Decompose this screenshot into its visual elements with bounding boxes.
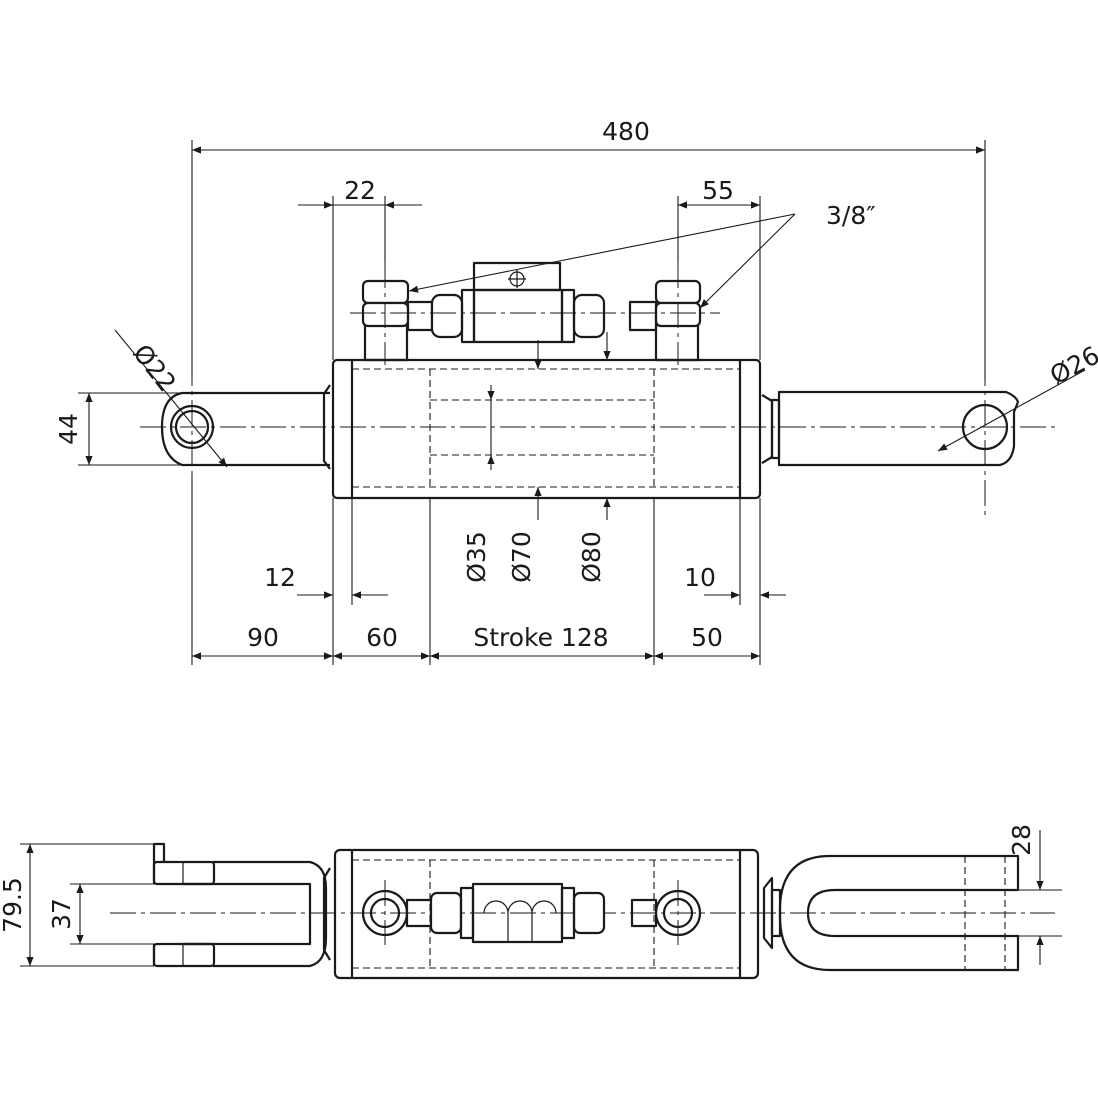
- cylinder-barrel: [331, 358, 762, 500]
- rod-eye-left: [160, 384, 331, 470]
- clevis-left: [152, 842, 331, 968]
- dim-pin-left: Ø22: [127, 339, 182, 397]
- dim-port-thread: 3/8″: [826, 201, 876, 230]
- dim-clevis-outer: 79.5: [0, 877, 27, 933]
- dim-bore-diameter: Ø70: [507, 531, 536, 583]
- dim-rod-end-segment: 90: [247, 623, 279, 652]
- side-view-dimensions: [78, 140, 1086, 665]
- dim-end-cap-right: 10: [684, 563, 716, 592]
- dim-rod-diameter: Ø35: [462, 531, 491, 583]
- rod-eye-right: [761, 390, 1020, 467]
- hydraulic-hose-top: [361, 882, 702, 944]
- dim-port-offset-left: 22: [344, 176, 376, 205]
- dim-body-diameter: Ø80: [577, 531, 606, 583]
- dim-eye-height: 44: [54, 413, 83, 445]
- cylinder-barrel-top: [333, 848, 760, 980]
- dim-pin-right: Ø26: [1045, 341, 1098, 391]
- top-view-dimensions: [20, 830, 1062, 967]
- dim-overall-length: 480: [602, 117, 650, 146]
- dimension-labels: 480 22 55 3/8″ Ø22 Ø26 44 Ø35 Ø70 Ø80 12…: [0, 117, 1098, 933]
- dim-clevis-gap: 37: [47, 898, 76, 930]
- dim-end-cap-left: 12: [264, 563, 296, 592]
- top-view: [110, 842, 1055, 980]
- fork-right: [762, 854, 1020, 972]
- dim-tail-segment: 50: [691, 623, 723, 652]
- hydraulic-ports: [361, 261, 702, 362]
- dim-fork-width: 28: [1007, 824, 1036, 856]
- dim-head-segment: 60: [366, 623, 398, 652]
- dim-port-offset-right: 55: [702, 176, 734, 205]
- side-view: [140, 261, 1055, 520]
- dim-stroke: Stroke 128: [473, 623, 608, 652]
